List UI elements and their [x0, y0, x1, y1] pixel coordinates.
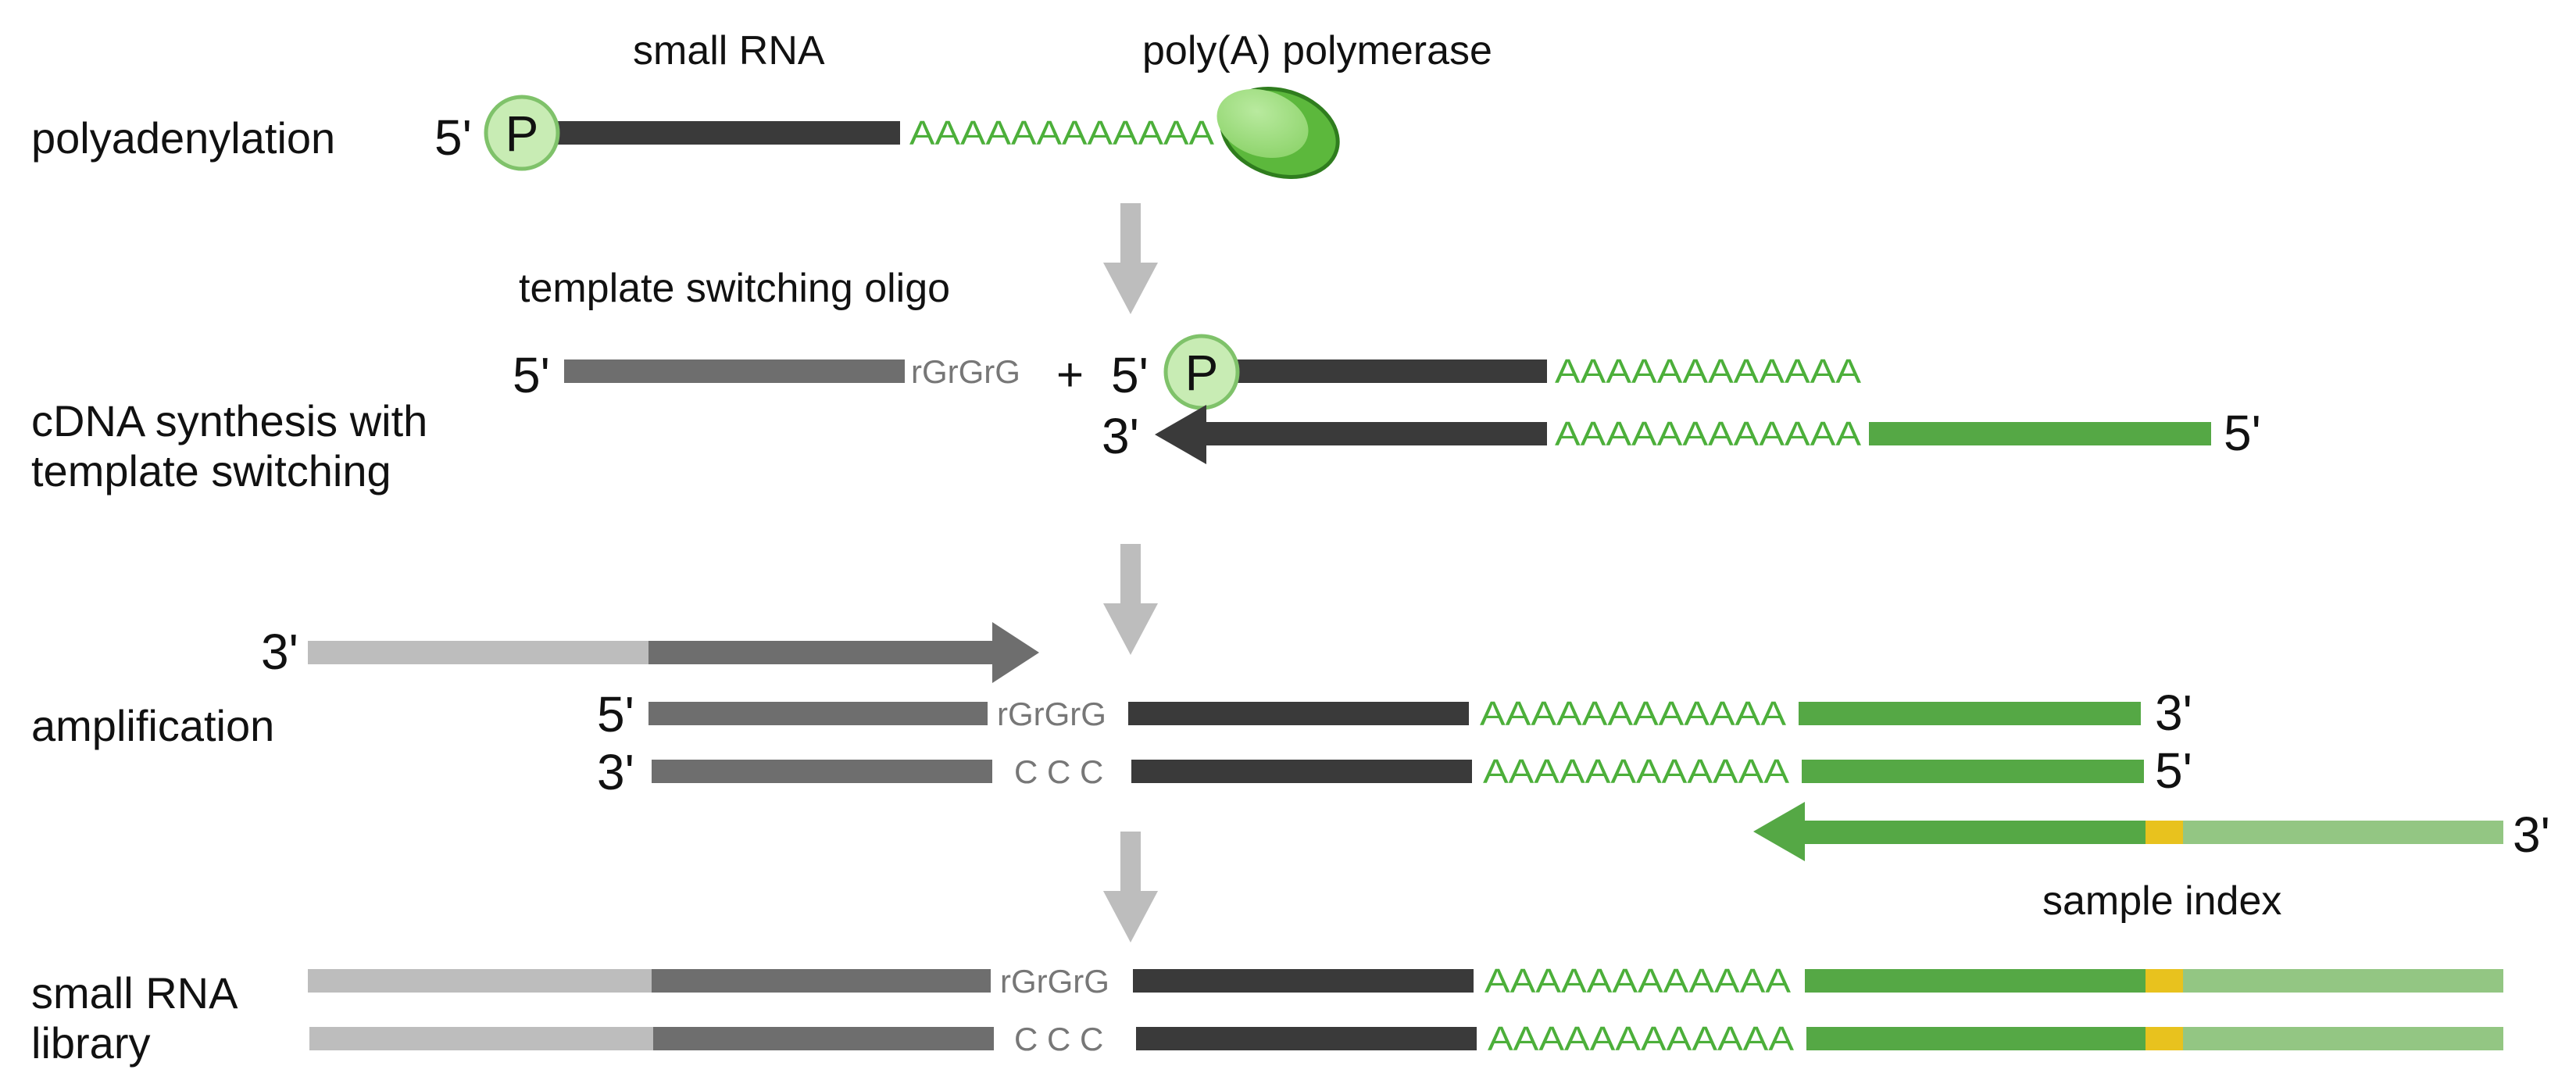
cdna-poly-a: AAAAAAAAAAAA — [1555, 415, 1862, 453]
label-small-rna: small RNA — [633, 28, 825, 73]
top-rgrgrg: rGrGrG — [997, 696, 1106, 732]
rna-five-prime-end: 5' — [1111, 347, 1149, 403]
forward-primer-strand — [648, 641, 995, 664]
bottom-ccc: C C C — [1014, 753, 1103, 790]
label-poly-a-polymerase: poly(A) polymerase — [1142, 28, 1492, 73]
library-bottom-green-strand — [1806, 1027, 2145, 1050]
flow-arrow-down-icon — [1103, 203, 1158, 314]
cdna-strand — [1203, 422, 1547, 445]
bottom-cdna-insert — [1131, 760, 1472, 783]
step-small-rna-library: small RNA library rGrGrG AAAAAAAAAAAA C … — [31, 962, 2503, 1068]
library-bottom-insert — [1136, 1027, 1477, 1050]
bottom-tso-strand — [652, 760, 992, 783]
step-polyadenylation: polyadenylation small RNA poly(A) polyme… — [31, 28, 1492, 179]
flow-arrow-down-icon — [1103, 544, 1158, 655]
step-amplification: amplification 3' 5' rGrGrG AAAAAAAAAAAA … — [31, 622, 2550, 924]
step-cdna-synthesis: cDNA synthesis with template switching t… — [31, 266, 2261, 495]
top-five-prime-end: 5' — [597, 686, 634, 742]
five-prime-end: 5' — [434, 109, 472, 166]
tso-five-prime-end: 5' — [513, 347, 550, 403]
library-top-tso-strand — [652, 969, 991, 993]
tso-strand — [564, 359, 905, 383]
poly-a-polymerase-enzyme-icon — [1217, 87, 1340, 179]
library-bottom-poly-a: AAAAAAAAAAAA — [1488, 1020, 1795, 1058]
forward-primer-arrowhead-icon — [992, 622, 1039, 683]
top-rna-insert — [1128, 702, 1469, 725]
forward-primer-adapter — [308, 641, 648, 664]
step-label-cdna-line-2: template switching — [31, 446, 391, 495]
sample-index-block — [2145, 821, 2183, 844]
top-tso-strand — [648, 702, 988, 725]
rt-primer-five-prime-end: 5' — [2224, 405, 2261, 461]
tso-rgrgrg: rGrGrG — [911, 353, 1020, 390]
cdna-arrowhead-icon — [1155, 405, 1206, 464]
step-label-polyadenylation: polyadenylation — [31, 113, 335, 163]
phosphate-label: P — [506, 106, 539, 162]
plus-sign: + — [1056, 349, 1084, 401]
library-top-rgrgrg: rGrGrG — [1000, 963, 1109, 1000]
library-bottom-adapter — [309, 1027, 653, 1050]
step-label-library-line-2: library — [31, 1018, 150, 1068]
phosphate-icon: P — [1163, 334, 1240, 410]
library-top-adapter-right — [2183, 969, 2503, 993]
bottom-five-prime-end: 5' — [2155, 742, 2192, 799]
label-template-switching-oligo: template switching oligo — [519, 266, 950, 311]
reverse-primer-arrowhead-icon — [1753, 802, 1805, 861]
reverse-primer-three-prime-end: 3' — [2513, 807, 2550, 863]
step-label-amplification: amplification — [31, 701, 274, 750]
rna-poly-a: AAAAAAAAAAAA — [1555, 352, 1862, 391]
phosphate-icon: P — [484, 95, 560, 171]
step-label-cdna-line-1: cDNA synthesis with — [31, 396, 427, 445]
rt-primer-strand — [1869, 422, 2211, 445]
reverse-primer-adapter — [2183, 821, 2503, 844]
library-bottom-tso-strand — [653, 1027, 994, 1050]
poly-a-tail: AAAAAAAAAAAA — [909, 114, 1215, 152]
label-sample-index: sample index — [2042, 878, 2281, 924]
library-top-insert — [1133, 969, 1474, 993]
top-green-strand — [1799, 702, 2141, 725]
bottom-three-prime-end: 3' — [597, 744, 634, 800]
cdna-three-prime-end: 3' — [1102, 408, 1139, 464]
library-bottom-sample-index — [2145, 1027, 2183, 1050]
bottom-poly-a: AAAAAAAAAAAA — [1483, 753, 1790, 791]
library-bottom-adapter-right — [2183, 1027, 2503, 1050]
reverse-primer-strand — [1803, 821, 2145, 844]
forward-primer-three-prime-end: 3' — [261, 624, 298, 680]
library-top-sample-index — [2145, 969, 2183, 993]
top-poly-a: AAAAAAAAAAAA — [1480, 695, 1787, 733]
library-top-green-strand — [1805, 969, 2145, 993]
library-top-poly-a: AAAAAAAAAAAA — [1485, 962, 1792, 1000]
step-label-library-line-1: small RNA — [31, 968, 238, 1018]
library-bottom-ccc: C C C — [1014, 1021, 1103, 1057]
small-rna-strand — [547, 121, 900, 145]
flow-arrow-down-icon — [1103, 832, 1158, 943]
library-top-adapter — [308, 969, 652, 993]
bottom-green-strand — [1802, 760, 2144, 783]
rna-strand — [1228, 359, 1547, 383]
phosphate-label: P — [1185, 345, 1219, 401]
top-three-prime-end: 3' — [2155, 685, 2192, 741]
